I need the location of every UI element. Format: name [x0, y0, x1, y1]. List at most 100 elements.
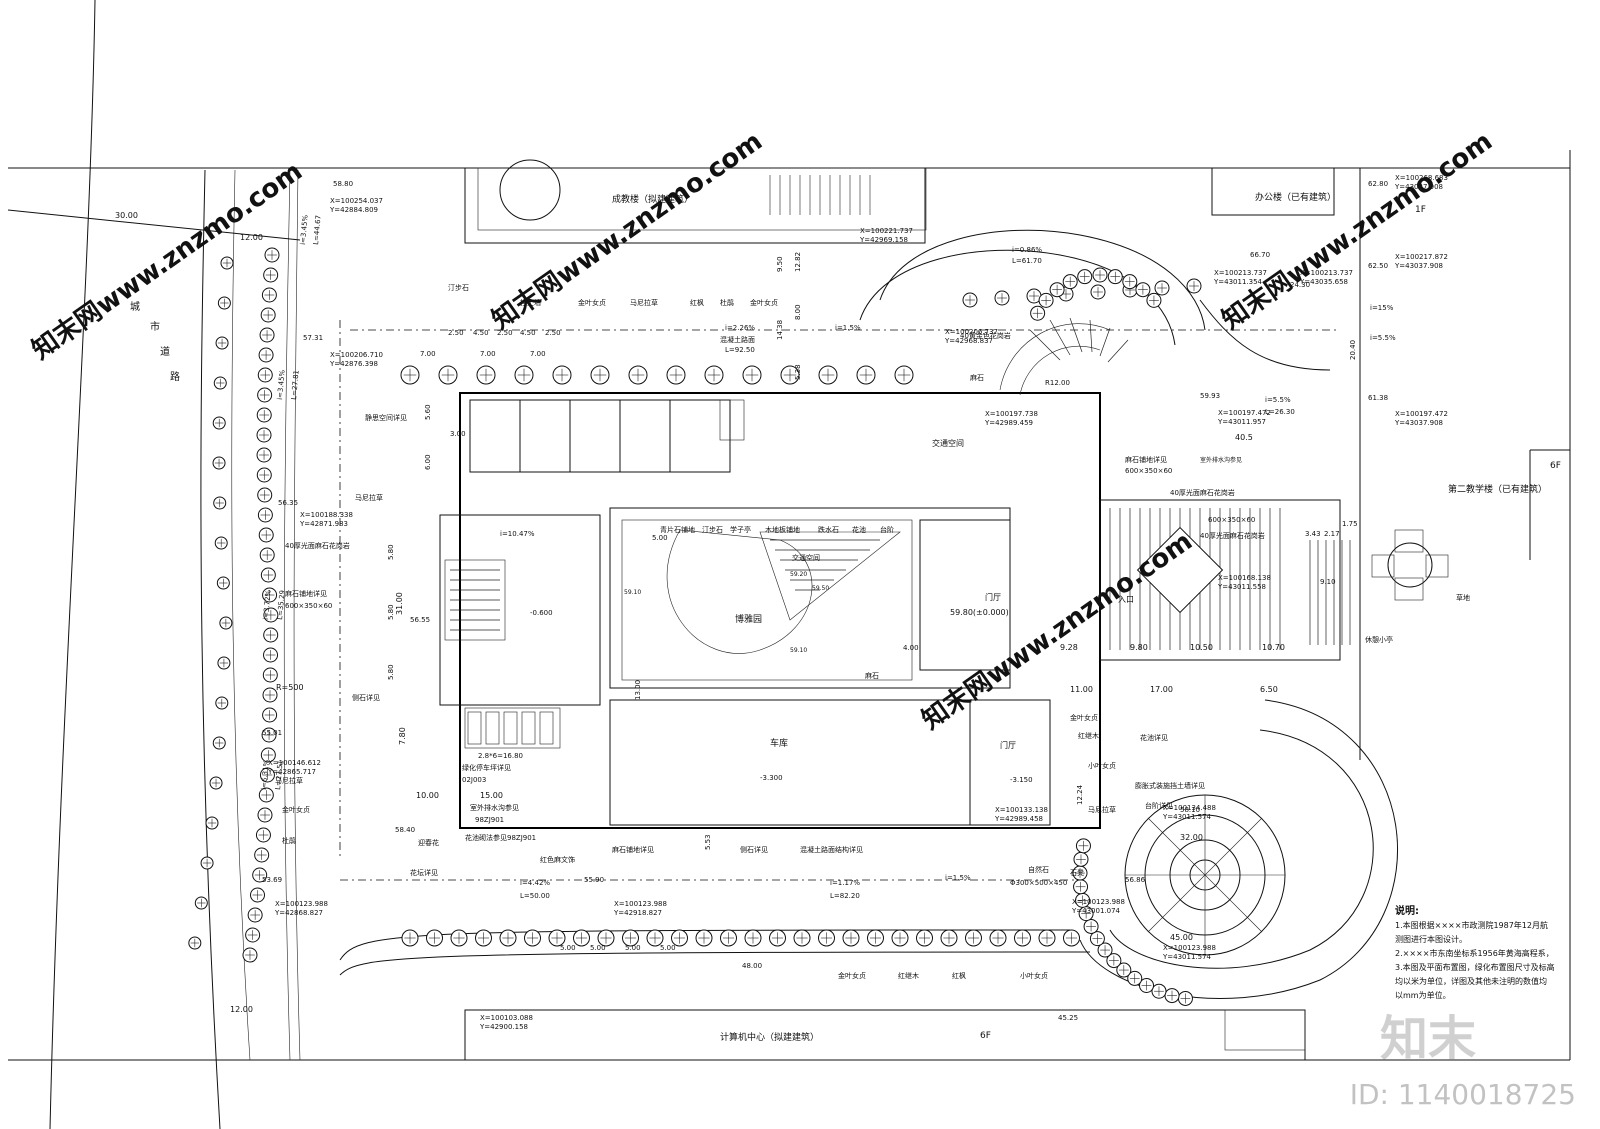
coord-x-label: X=100146.612	[268, 759, 321, 767]
road-char-3: 道	[160, 345, 170, 358]
road-radius: R=500	[276, 683, 304, 692]
dim-1438: 14.38	[776, 320, 784, 340]
drain-label: 室外排水沟参见	[470, 803, 519, 812]
dim-1700: 17.00	[1150, 685, 1173, 694]
slope-2-len: L=92.50	[725, 346, 755, 354]
coord-y-label: Y=42865.717	[267, 768, 316, 776]
red-loropetalum-right: 红继木	[1078, 731, 1099, 740]
coord-y-label: Y=42876.398	[329, 360, 378, 368]
plaza-circle-detail: 膨胀式装施挡土墙详见	[1135, 781, 1205, 790]
second-teaching-label: 第二教学楼（已有建筑）	[1448, 483, 1547, 495]
dim-700-a: 7.00	[420, 350, 436, 358]
slope-4: i=3.45%	[276, 369, 287, 400]
road-char-2: 市	[150, 320, 160, 333]
slope-1-len: L=61.70	[1012, 257, 1042, 265]
main-building: 交通空间 -0.600 i=10.47% 博雅园 交通空间 青片石铺地 汀步石 …	[439, 392, 1101, 829]
computer-center-label: 计算机中心（拟建建筑）	[720, 1031, 819, 1043]
main-hall-label: 门厅	[985, 592, 1001, 602]
drain-code: 98ZJ901	[475, 816, 504, 824]
elev-12: 55.90	[584, 876, 604, 884]
azalea-left: 杜鹃	[282, 836, 296, 845]
pavilion-label: 休憩小亭	[1365, 635, 1393, 644]
coord-y-label: Y=43011.558	[1217, 583, 1266, 591]
tree-row-left	[188, 247, 280, 963]
main-hall-elevation: 59.80(±0.000)	[950, 608, 1009, 617]
coord-y-label: Y=43011.957	[1217, 418, 1266, 426]
slope-12: i=1.5%	[945, 874, 971, 882]
coordinate-labels: X=100254.037Y=42884.809X=100221.737Y=429…	[267, 174, 1448, 1031]
plaza-steps: 台阶详见	[1145, 801, 1173, 810]
dim-700-c: 7.00	[530, 350, 546, 358]
dim-217: 2.17	[1324, 530, 1340, 538]
dim-5000-a: 5.00	[560, 944, 576, 952]
golden-privet-left: 金叶女贞	[282, 805, 310, 814]
watermark-4: 知末网www.znzmo.com	[1217, 126, 1498, 335]
coord-y-label: Y=43001.074	[1071, 907, 1121, 915]
golden-privet-right: 金叶女贞	[1070, 713, 1098, 722]
entrance-stairs-top: 40厚光面麻石花岗岩	[1170, 488, 1235, 497]
plant-azalea: 杜鹃	[720, 298, 734, 307]
plaza-dim-1: 45.00	[1170, 933, 1193, 942]
elev-4: 55.01	[262, 729, 282, 737]
stone-size: Φ300×500×450	[1010, 879, 1067, 887]
natural-stone: 自然石	[1028, 865, 1049, 874]
parking-dim: 2.8*6=16.80	[478, 752, 523, 760]
coord-x-label: X=100213.737	[1214, 269, 1267, 277]
court-elev-4: 59.10	[790, 647, 807, 654]
curve-radius: R12.00	[1045, 379, 1070, 387]
coord-x-label: X=100268.683	[1395, 174, 1448, 182]
stepping-stone-label-court: 汀步石	[702, 526, 723, 534]
concrete-road-top: 混凝土路面	[720, 335, 755, 344]
welcome-flower: 迎春花	[418, 838, 439, 847]
elev-18: 58.40	[395, 826, 415, 834]
entrance-paving: 麻石铺地详见	[1125, 455, 1167, 464]
paving-stone-court: 麻石	[865, 671, 879, 680]
traffic-space-label: 交通空间	[932, 438, 964, 448]
slope-14: i=3.45%	[299, 214, 310, 245]
computer-center-floor: 6F	[980, 1031, 991, 1041]
office-floor: 1F	[1415, 205, 1426, 215]
coord-x-label: X=100221.737	[860, 227, 913, 235]
slope-10-len: L=50.00	[520, 892, 550, 900]
flower-wall: 花池砌法参见98ZJ901	[465, 833, 536, 842]
dim-175: 1.75	[1342, 520, 1358, 528]
dim-600-a: 6.00	[424, 454, 432, 470]
slope-2: i=2.26%	[725, 324, 755, 332]
road-centerlines	[339, 320, 1340, 881]
dim-1050: 10.50	[1190, 643, 1213, 652]
bottom-plant-2: 红继木	[898, 971, 919, 980]
coord-x-label: X=100103.088	[480, 1014, 533, 1022]
road-char-4: 路	[170, 370, 180, 383]
plant-golden-privet-2: 金叶女贞	[750, 298, 778, 307]
coord-y-label: Y=42884.809	[329, 206, 378, 214]
dim-250-a: 2.50	[448, 329, 464, 337]
slope-5-len: L=35.29	[276, 590, 287, 620]
coord-x-label: X=100197.472	[1395, 410, 1448, 418]
gold-granite: 40黄金色花岗岩	[960, 331, 1011, 340]
dim-2040: 20.40	[1349, 340, 1357, 360]
entrance-label: 入口	[1118, 595, 1134, 604]
elev-1: 58.80	[333, 180, 353, 188]
plant-retaining-wall: 挡土墙	[520, 298, 541, 307]
coord-x-label: X=100197.738	[985, 410, 1038, 418]
slope-9: i=5.5%	[1370, 334, 1396, 342]
dim-800: 8.00	[794, 304, 802, 320]
dim-950: 9.50	[776, 256, 784, 272]
second-teaching-floor: 6F	[1550, 461, 1561, 471]
elev-5: 53.69	[262, 876, 282, 884]
platform-label: 台阶	[880, 525, 894, 534]
dim-1070: 10.70	[1262, 643, 1285, 652]
elevation-labels: 58.80 57.31 56.35 55.01 53.69 62.80 62.5…	[262, 180, 1388, 884]
paving-stone-top: 麻石	[970, 373, 984, 382]
courtyard-label: 博雅园	[735, 613, 762, 625]
dim-5000-b: 5.00	[590, 944, 606, 952]
green-stone-label: 青片石铺地	[660, 525, 695, 534]
bottom-detail-labels: 麻石铺地详见 侧石详见 混凝土路面结构详见 自然石 Φ300×500×450 石…	[612, 713, 1168, 887]
dim-980: 9.80	[1130, 643, 1148, 652]
plant-horse-nilla: 马尼拉草	[630, 298, 658, 307]
coord-x-label: X=100206.737	[945, 328, 998, 336]
paving-detail-left: 麻石铺地详见	[285, 589, 327, 598]
coord-x-label: X=100206.710	[330, 351, 383, 359]
horse-nilla-left-2: 马尼拉草	[275, 776, 303, 785]
